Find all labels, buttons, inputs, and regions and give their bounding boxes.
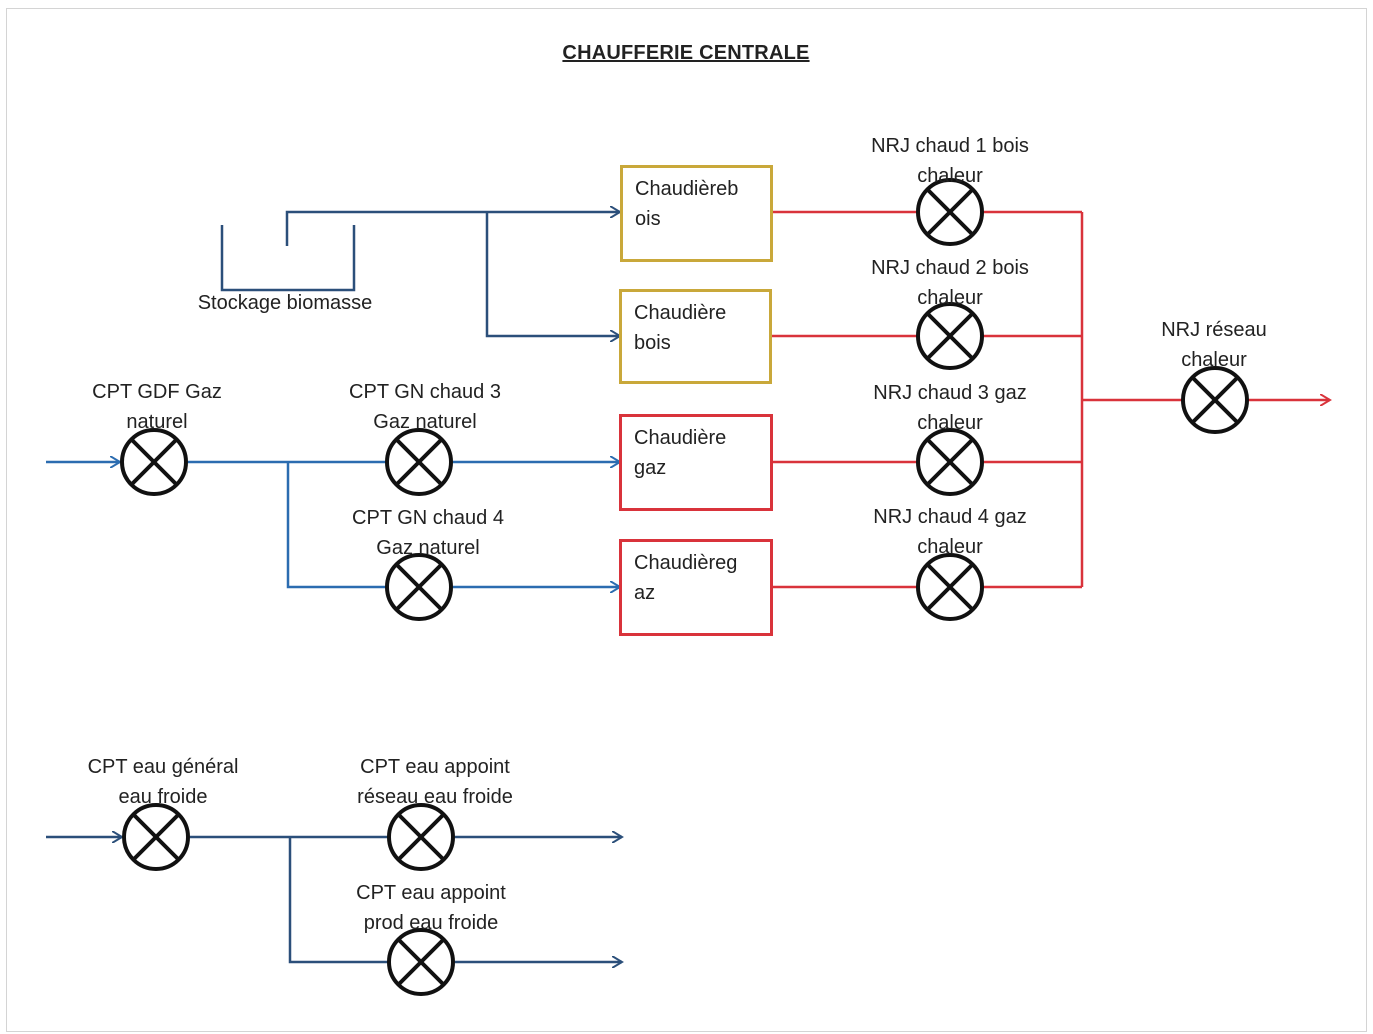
boiler-4-box: Chaudièreg az [619,539,773,636]
meter-water-main-icon [122,803,190,871]
meter-water-network-icon [387,803,455,871]
boiler-2-box: Chaudière bois [619,289,772,384]
diagram-title: CHAUFFERIE CENTRALE [562,42,810,64]
storage-container [220,225,356,292]
water-prod-meter-label: CPT eau appoint prod eau froide [356,882,506,934]
boiler-3-box: Chaudière gaz [619,414,773,511]
meter-gas-main-icon [120,428,188,496]
water-network-meter-label: CPT eau appoint réseau eau froide [357,756,513,808]
meter-gas-chaud4-icon [385,553,453,621]
meter-gas-chaud3-icon [385,428,453,496]
page-frame [6,8,1367,1032]
meter-heat-chaud3-icon [916,428,984,496]
meter-heat-network-icon [1181,366,1249,434]
heat-output-lines [772,210,1330,589]
boiler-1-box: Chaudièreb ois [620,165,773,262]
gas-supply-lines [46,462,620,587]
heat-chaud2-meter-label: NRJ chaud 2 bois chaleur [871,257,1029,309]
biomass-feed-lines [285,212,620,336]
water-main-meter-label: CPT eau général eau froide [87,756,239,808]
gas-main-meter-label: CPT GDF Gaz naturel [92,381,222,433]
gas-chaud3-meter-label: CPT GN chaud 3 Gaz naturel [349,381,501,433]
meter-heat-chaud2-icon [916,302,984,370]
water-lines [46,837,622,962]
meter-heat-chaud4-icon [916,553,984,621]
storage-label: Stockage biomasse [197,292,373,314]
heat-network-meter-label: NRJ réseau chaleur [1161,319,1267,371]
meter-water-prod-icon [387,928,455,996]
heat-chaud4-meter-label: NRJ chaud 4 gaz chaleur [873,506,1027,558]
heat-chaud3-meter-label: NRJ chaud 3 gaz chaleur [873,382,1027,434]
meter-heat-chaud1-icon [916,178,984,246]
gas-chaud4-meter-label: CPT GN chaud 4 Gaz naturel [352,507,504,559]
heat-chaud1-meter-label: NRJ chaud 1 bois chaleur [871,135,1029,187]
